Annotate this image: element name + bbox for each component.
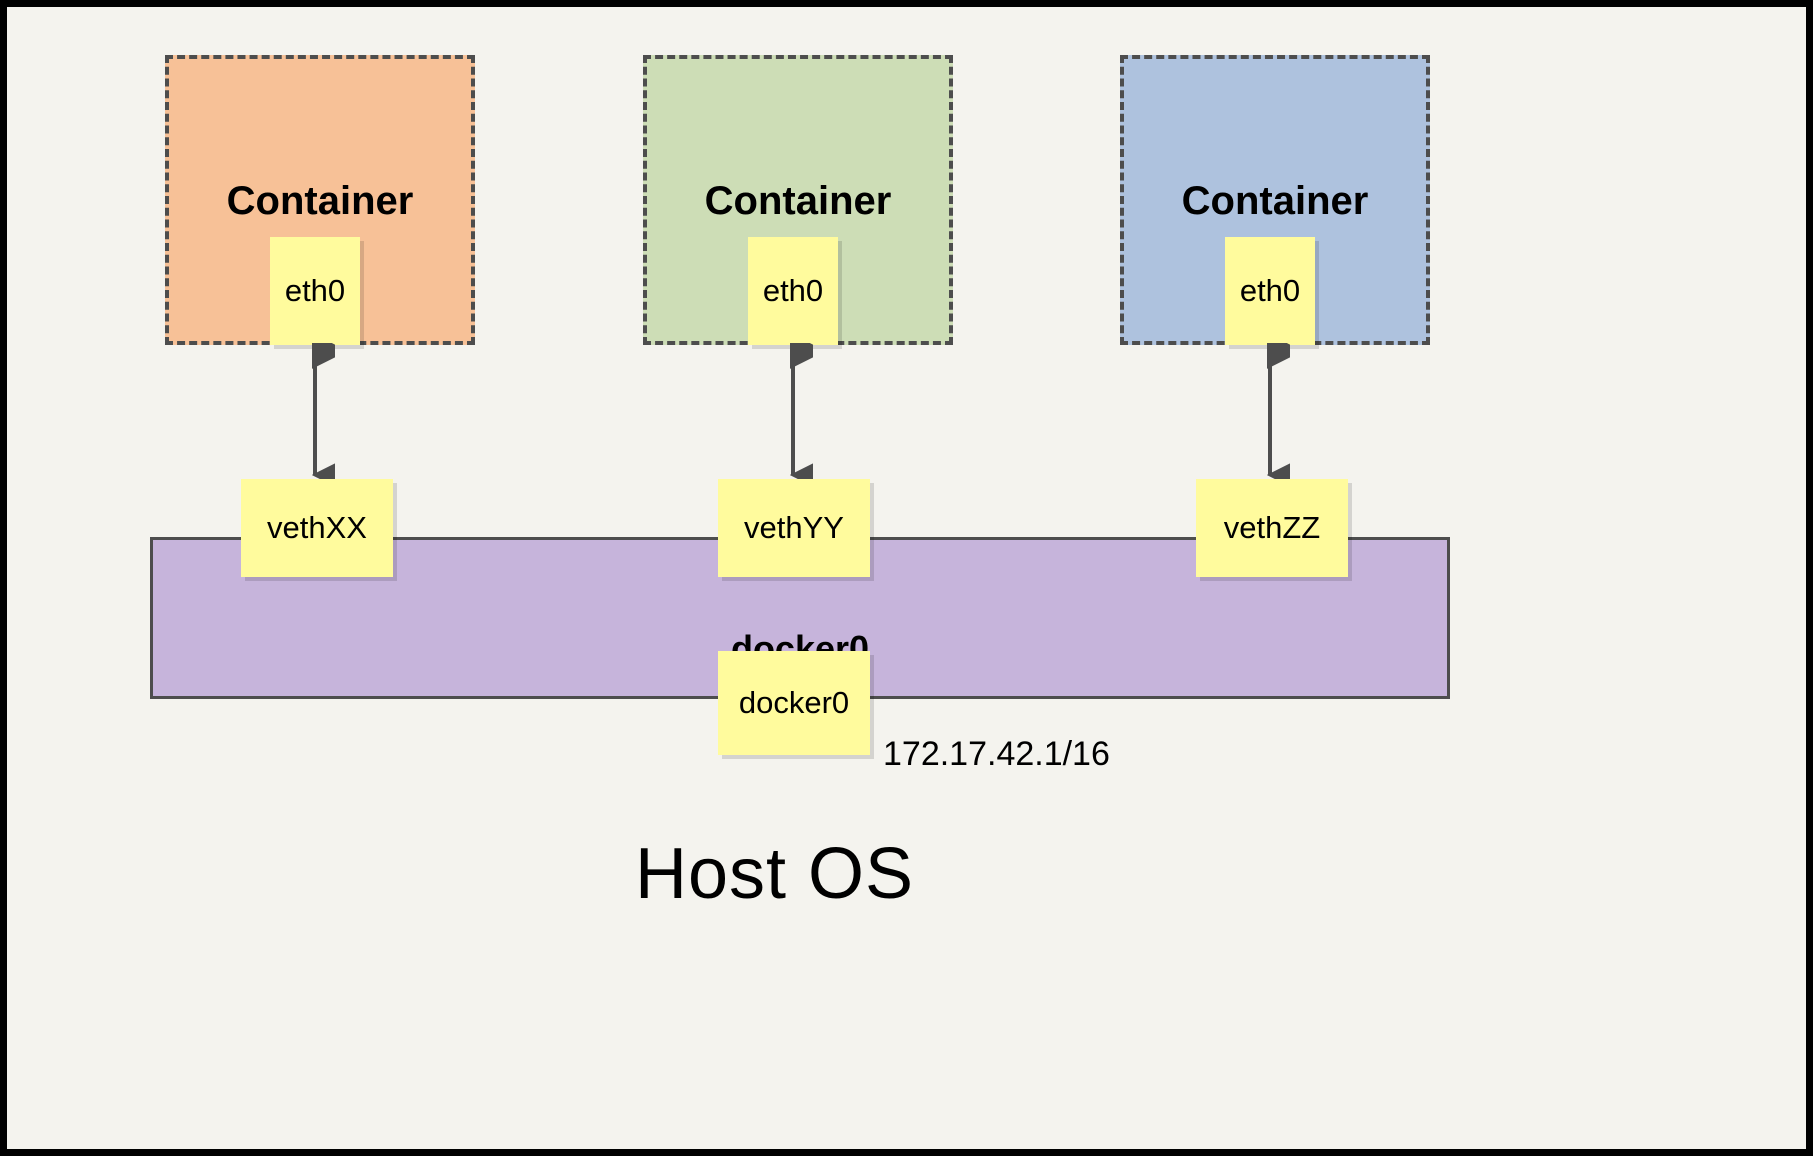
veth-interface-2: vethYY	[718, 479, 870, 577]
eth0-label-1: eth0	[284, 273, 346, 308]
container-title-3: Container	[1181, 179, 1369, 223]
docker0-ip-address: 172.17.42.1/16	[883, 735, 1110, 773]
container-title-1: Container	[226, 179, 414, 223]
veth-label-3: vethZZ	[1223, 510, 1321, 545]
veth-label-2: vethYY	[744, 510, 844, 545]
docker0-interface-note: docker0	[718, 651, 870, 755]
docker0-interface-label: docker0	[738, 685, 850, 720]
eth0-interface-2: eth0	[748, 237, 838, 345]
veth-interface-1: vethXX	[241, 479, 393, 577]
eth0-interface-3: eth0	[1225, 237, 1315, 345]
arrow-container-2-to-veth-2	[789, 343, 813, 483]
host-os-title: Host OS	[635, 834, 915, 914]
veth-interface-3: vethZZ	[1196, 479, 1348, 577]
arrow-container-3-to-veth-3	[1266, 343, 1290, 483]
veth-label-1: vethXX	[267, 510, 367, 545]
container-title-2: Container	[704, 179, 892, 223]
eth0-label-2: eth0	[762, 273, 824, 308]
eth0-interface-1: eth0	[270, 237, 360, 345]
eth0-label-3: eth0	[1239, 273, 1301, 308]
arrow-container-1-to-veth-1	[311, 343, 335, 483]
